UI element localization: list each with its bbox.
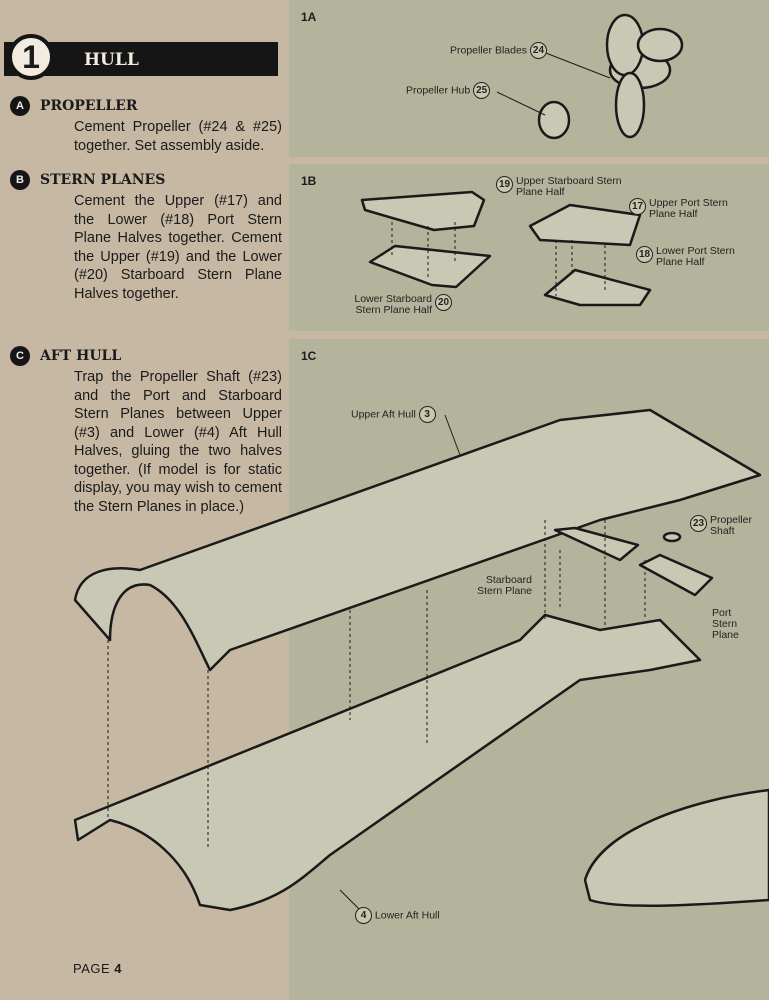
- part-number: 20: [435, 294, 452, 311]
- part-label-24: Propeller Blades 24: [450, 42, 547, 59]
- part-number: 18: [636, 246, 653, 263]
- substep-text: Cement the Upper (#17) and the Lower (#1…: [74, 193, 282, 302]
- part-name: Propeller Blades: [450, 44, 528, 57]
- part-name: Upper Port Stern Plane Half: [649, 197, 728, 220]
- part-number: 4: [355, 907, 372, 924]
- substep-letter: B: [10, 170, 30, 190]
- panel-label: 1B: [301, 174, 317, 188]
- part-name: Propeller Shaft: [710, 514, 753, 537]
- substep-title: STERN PLANES: [40, 172, 166, 188]
- part-label-starboard-stern-plane: Starboard Stern Plane: [477, 574, 532, 597]
- part-name: Upper Starboard Stern Plane Half: [516, 175, 622, 198]
- substep-letter: C: [10, 346, 30, 366]
- panel-1a: 1A: [289, 0, 769, 157]
- substep-text: Cement Propeller (#24 & #25) together. S…: [74, 119, 282, 154]
- part-name: Lower Aft Hull: [374, 909, 440, 922]
- part-label-25: Propeller Hub 25: [406, 82, 491, 99]
- substep-title: AFT HULL: [40, 348, 122, 364]
- part-number: 25: [473, 82, 491, 99]
- part-number: 3: [418, 406, 436, 423]
- page-footer: PAGE 4: [73, 961, 122, 976]
- step-title: HULL: [84, 50, 139, 70]
- panel-1b: 1B: [289, 164, 769, 331]
- part-number: 24: [529, 42, 547, 59]
- part-name: Upper Aft Hull: [351, 408, 416, 421]
- part-number: 23: [690, 515, 707, 532]
- page-label: PAGE: [73, 961, 111, 976]
- part-number: 19: [496, 176, 513, 193]
- part-name: Propeller Hub: [406, 84, 471, 97]
- substep-text: Trap the Propeller Shaft (#23) and the P…: [74, 369, 282, 515]
- propeller-blades-drawing: [605, 13, 684, 139]
- page-number: 4: [114, 961, 123, 976]
- substep-b: B STERN PLANES Cement the Upper (#17) and…: [10, 170, 282, 303]
- panel-label: 1C: [301, 349, 317, 363]
- part-number: 17: [629, 198, 646, 215]
- substep-letter: A: [10, 96, 30, 116]
- panel-label: 1A: [301, 10, 317, 24]
- part-name: Lower Starboard Stern Plane Half: [354, 293, 432, 316]
- part-name: Lower Port Stern Plane Half: [656, 245, 735, 268]
- substep-title: PROPELLER: [40, 98, 138, 114]
- propeller-hub-drawing: [537, 100, 571, 140]
- substep-c: C AFT HULL Trap the Propeller Shaft (#23)…: [10, 346, 282, 516]
- part-label-3: Upper Aft Hull 3: [351, 406, 436, 423]
- substep-a: A PROPELLER Cement Propeller (#24 & #25) …: [10, 96, 282, 155]
- part-label-4: 4 Lower Aft Hull: [355, 907, 440, 924]
- step-number: 1: [8, 34, 54, 80]
- part-label-port-stern-plane: Port Stern Plane: [712, 607, 739, 641]
